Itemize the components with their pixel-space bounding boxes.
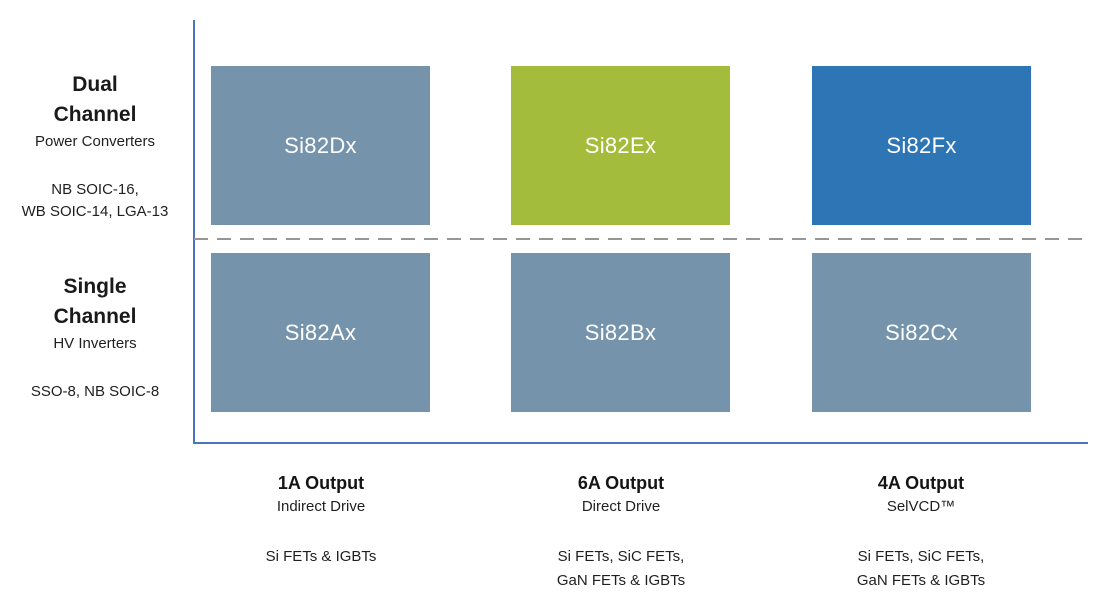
x-axis-line bbox=[193, 442, 1088, 444]
product-box-si82dx: Si82Dx bbox=[211, 66, 430, 225]
row-label-single-channel: Single Channel HV Inverters SSO-8, NB SO… bbox=[0, 272, 190, 403]
column-label-1a-output: 1A Output Indirect Drive Si FETs & IGBTs bbox=[190, 472, 452, 569]
row-label-dual-channel: Dual Channel Power Converters NB SOIC-16… bbox=[0, 70, 190, 223]
column-subtitle: SelVCD™ bbox=[886, 498, 956, 515]
row-packages: NB SOIC-16, WB SOIC-14, LGA-13 bbox=[21, 181, 169, 220]
column-title: 4A Output bbox=[877, 473, 965, 493]
column-subtitle: Indirect Drive bbox=[276, 498, 366, 515]
row-title: Single Channel bbox=[53, 275, 137, 328]
row-divider-dashed-line bbox=[194, 238, 1090, 240]
product-box-si82fx: Si82Fx bbox=[812, 66, 1031, 225]
row-subtitle: HV Inverters bbox=[53, 335, 137, 352]
column-subtitle: Direct Drive bbox=[581, 498, 661, 515]
column-devices: Si FETs & IGBTs bbox=[265, 548, 377, 565]
product-box-si82ex: Si82Ex bbox=[511, 66, 730, 225]
y-axis-line bbox=[193, 20, 195, 444]
row-subtitle: Power Converters bbox=[34, 133, 156, 150]
column-devices: Si FETs, SiC FETs, GaN FETs & IGBTs bbox=[556, 548, 686, 589]
column-label-6a-output: 6A Output Direct Drive Si FETs, SiC FETs… bbox=[490, 472, 752, 593]
column-label-4a-output: 4A Output SelVCD™ Si FETs, SiC FETs, GaN… bbox=[790, 472, 1052, 593]
product-box-si82cx: Si82Cx bbox=[812, 253, 1031, 412]
row-packages: SSO-8, NB SOIC-8 bbox=[30, 383, 160, 400]
column-title: 6A Output bbox=[577, 473, 665, 493]
product-box-si82bx: Si82Bx bbox=[511, 253, 730, 412]
column-devices: Si FETs, SiC FETs, GaN FETs & IGBTs bbox=[856, 548, 986, 589]
product-box-si82ax: Si82Ax bbox=[211, 253, 430, 412]
row-title: Dual Channel bbox=[53, 73, 137, 126]
column-title: 1A Output bbox=[277, 473, 365, 493]
